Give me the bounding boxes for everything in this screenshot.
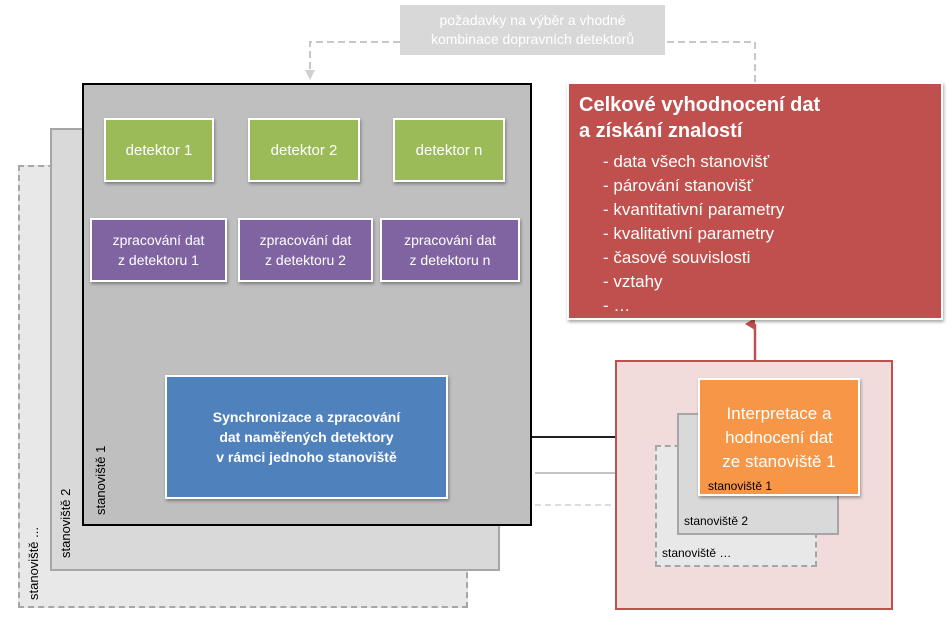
station-1-label: stanoviště 1 [93, 445, 108, 515]
requirements-box: požadavky na výběr a vhodné kombinace do… [400, 5, 665, 55]
processing-n-line-2: z detektoru n [409, 252, 491, 268]
overall-item-list: data všech stanovišť párování stanovišť … [579, 150, 941, 318]
detector-1-box: detektor 1 [104, 118, 214, 182]
sync-line-2: dat naměřených detektory [219, 429, 394, 445]
processing-n-line-1: zpracování dat [404, 232, 496, 248]
overall-item: párování stanovišť [603, 174, 941, 198]
interpretation-station-2-label: stanoviště 2 [684, 514, 749, 528]
processing-1-box: zpracování dat z detektoru 1 [90, 218, 227, 282]
interpretation-line-2: hodnocení dat [725, 428, 833, 447]
detector-n-label: detektor n [415, 141, 483, 159]
processing-2-box: zpracování dat z detektoru 2 [238, 218, 373, 282]
interpretation-box: Interpretace a hodnocení dat ze stanoviš… [698, 378, 860, 496]
detector-2-label: detektor 2 [270, 141, 338, 159]
overall-item: data všech stanovišť [603, 150, 941, 174]
sync-line-1: Synchronizace a zpracování [212, 409, 401, 425]
sync-line-3: v rámci jednoho stanoviště [216, 449, 397, 465]
processing-2-line-1: zpracování dat [259, 232, 352, 248]
detector-1-label: detektor 1 [125, 141, 193, 159]
overall-item: kvalitativní parametry [603, 222, 941, 246]
requirements-line-2: kombinace dopravních detektorů [430, 31, 635, 47]
processing-2-line-2: z detektoru 2 [265, 252, 346, 268]
interpretation-station-more-label: stanoviště … [662, 546, 732, 560]
interpretation-line-1: Interpretace a [726, 404, 832, 423]
interpretation-station-1-label: stanoviště 1 [708, 479, 773, 493]
detector-n-box: detektor n [393, 118, 505, 182]
station-2-label: stanoviště 2 [58, 488, 73, 558]
requirements-line-1: požadavky na výběr a vhodné [439, 12, 626, 28]
processing-1-line-2: z detektoru 1 [118, 252, 199, 268]
overall-item: kvantitativní parametry [603, 198, 941, 222]
overall-title-line-1: Celkové vyhodnocení dat [579, 94, 821, 116]
requirements-to-station-line [305, 41, 400, 80]
processing-1-line-1: zpracování dat [112, 232, 205, 248]
processing-n-box: zpracování dat z detektoru n [380, 218, 520, 282]
overall-title-line-2: a získání znalostí [579, 120, 743, 142]
synchronization-box: Synchronizace a zpracování dat naměřenýc… [165, 375, 448, 499]
overall-item: … [603, 294, 941, 318]
requirements-feedback-line [665, 41, 756, 82]
interpretation-line-3: ze stanoviště 1 [722, 452, 836, 471]
overall-item: časové souvislosti [603, 246, 941, 270]
overall-evaluation-box: Celkové vyhodnocení dat a získání znalos… [567, 82, 943, 320]
detector-2-box: detektor 2 [248, 118, 360, 182]
station-more-label: stanoviště ... [26, 527, 41, 600]
overall-item: vztahy [603, 270, 941, 294]
